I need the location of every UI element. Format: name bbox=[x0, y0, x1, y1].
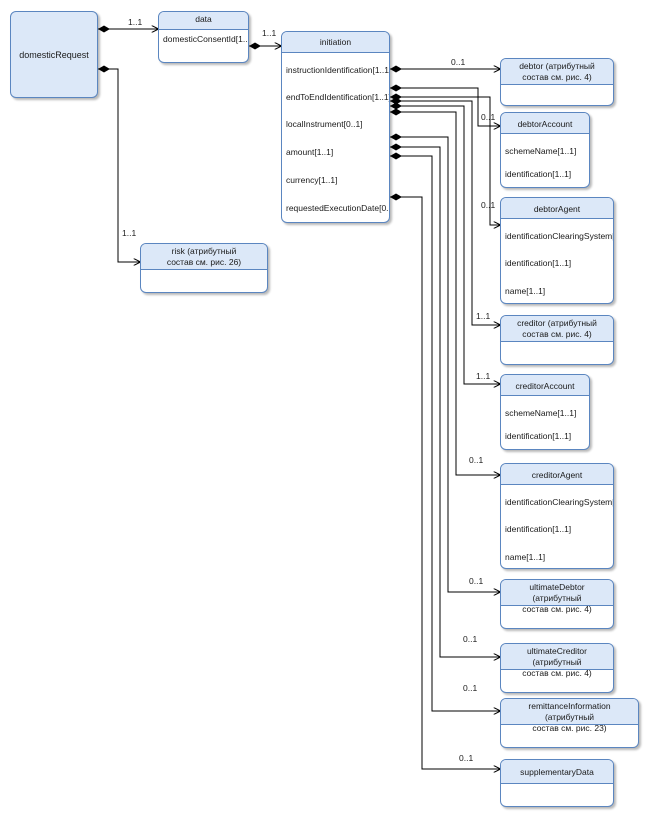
link-creditor-agent bbox=[390, 111, 500, 475]
attr-end-to-end-identification: endToEndIdentification[1..1] bbox=[286, 92, 390, 102]
mult-supplementary-data: 0..1 bbox=[459, 753, 474, 763]
ultimate-debtor-title-line2: состав см. рис. 4) bbox=[522, 604, 592, 614]
creditor-agent-attr-name: name[1..1] bbox=[505, 552, 546, 562]
link-debtor-account bbox=[390, 87, 500, 126]
debtor-account-attr-identification: identification[1..1] bbox=[505, 169, 572, 179]
ultimate-debtor-title-line1: ultimateDebtor (атрибутный bbox=[529, 582, 585, 603]
creditor-account-title: creditorAccount bbox=[501, 375, 589, 396]
creditor-agent-attr-identification: identification[1..1] bbox=[505, 524, 572, 534]
risk-box-title: risk (атрибутный состав см. рис. 26) bbox=[141, 244, 267, 270]
mult-root-risk: 1..1 bbox=[122, 228, 137, 238]
creditor-agent-attr-clearing-system: identificationClearingSystem[0..1] bbox=[505, 497, 614, 507]
attr-requested-execution-date: requestedExecutionDate[0..1] bbox=[286, 203, 390, 213]
debtor-box-title: debtor (атрибутный состав см. рис. 4) bbox=[501, 59, 613, 85]
link-ultimate-debtor bbox=[390, 136, 500, 592]
mult-debtor-agent: 0..1 bbox=[481, 200, 496, 210]
debtor-account-attr-scheme-name: schemeName[1..1] bbox=[505, 146, 577, 156]
link-supplementary-data bbox=[390, 196, 500, 769]
attr-currency: currency[1..1] bbox=[286, 175, 338, 185]
creditor-agent-title: creditorAgent bbox=[501, 464, 613, 485]
link-data-initiation-diamond bbox=[249, 42, 261, 50]
mult-debtor: 0..1 bbox=[451, 57, 466, 67]
creditor-title-line1: creditor (атрибутный bbox=[517, 318, 597, 328]
debtor-agent-attr-name: name[1..1] bbox=[505, 286, 546, 296]
ultimate-debtor-title: ultimateDebtor (атрибутный состав см. ри… bbox=[501, 580, 613, 614]
link-creditor bbox=[390, 100, 500, 325]
remittance-information-title-line2: состав см. рис. 23) bbox=[532, 723, 607, 733]
remittance-information-box[interactable]: remittanceInformation (атрибутный состав… bbox=[500, 698, 639, 748]
mult-remittance-information: 0..1 bbox=[463, 683, 478, 693]
link-remittance-information-diamond bbox=[390, 152, 402, 160]
debtor-agent-attr-identification: identification[1..1] bbox=[505, 258, 572, 268]
creditor-account-attr-identification: identification[1..1] bbox=[505, 431, 572, 441]
mult-ultimate-debtor: 0..1 bbox=[469, 576, 484, 586]
link-debtor-agent bbox=[390, 96, 500, 225]
debtor-title-line1: debtor (атрибутный bbox=[519, 61, 595, 71]
creditor-box[interactable]: creditor (атрибутный состав см. рис. 4) bbox=[500, 315, 614, 365]
attr-instruction-identification: instructionIdentification[1..1] bbox=[286, 65, 390, 75]
link-ultimate-debtor-diamond bbox=[390, 133, 402, 141]
mult-debtor-account: 0..1 bbox=[481, 112, 496, 122]
link-ultimate-creditor-diamond bbox=[390, 143, 402, 151]
risk-box[interactable]: risk (атрибутный состав см. рис. 26) bbox=[140, 243, 268, 293]
debtor-title-line2: состав см. рис. 4) bbox=[522, 72, 592, 82]
mult-creditor-agent: 0..1 bbox=[469, 455, 484, 465]
ultimate-creditor-title: ultimateCreditor (атрибутный состав см. … bbox=[501, 644, 613, 678]
link-debtor-agent-diamond bbox=[390, 93, 402, 101]
data-box-title: data bbox=[159, 12, 248, 30]
data-box[interactable]: data domesticConsentId[1..1] bbox=[158, 11, 249, 63]
supplementary-data-title: supplementaryData bbox=[501, 760, 613, 784]
creditor-title-line2: состав см. рис. 4) bbox=[522, 329, 592, 339]
ultimate-debtor-box[interactable]: ultimateDebtor (атрибутный состав см. ри… bbox=[500, 579, 614, 629]
link-creditor-account-diamond bbox=[390, 102, 402, 110]
risk-title-line1: risk (атрибутный bbox=[171, 246, 237, 256]
debtor-account-box[interactable]: debtorAccount schemeName[1..1] identific… bbox=[500, 112, 590, 188]
mult-creditor: 1..1 bbox=[476, 311, 491, 321]
attr-amount: amount[1..1] bbox=[286, 147, 334, 157]
initiation-box[interactable]: initiation instructionIdentification[1..… bbox=[281, 31, 390, 223]
supplementary-data-box[interactable]: supplementaryData bbox=[500, 759, 614, 807]
domestic-request-box[interactable]: domesticRequest bbox=[10, 11, 98, 98]
creditor-account-box[interactable]: creditorAccount schemeName[1..1] identif… bbox=[500, 374, 590, 450]
mult-ultimate-creditor: 0..1 bbox=[463, 634, 478, 644]
ultimate-creditor-box[interactable]: ultimateCreditor (атрибутный состав см. … bbox=[500, 643, 614, 693]
ultimate-creditor-title-line1: ultimateCreditor (атрибутный bbox=[527, 646, 587, 667]
link-creditor-account bbox=[390, 105, 500, 384]
creditor-box-title: creditor (атрибутный состав см. рис. 4) bbox=[501, 316, 613, 342]
debtor-agent-title: debtorAgent bbox=[501, 198, 613, 219]
attr-local-instrument: localInstrument[0..1] bbox=[286, 119, 363, 129]
risk-title-line2: состав см. рис. 26) bbox=[166, 257, 242, 267]
initiation-box-title: initiation bbox=[282, 32, 389, 53]
mult-data-initiation: 1..1 bbox=[262, 28, 277, 38]
attr-domestic-consent-id: domesticConsentId[1..1] bbox=[163, 34, 249, 44]
debtor-agent-box[interactable]: debtorAgent identificationClearingSystem… bbox=[500, 197, 614, 304]
debtor-account-title: debtorAccount bbox=[501, 113, 589, 134]
creditor-agent-box[interactable]: creditorAgent identificationClearingSyst… bbox=[500, 463, 614, 569]
link-root-data-diamond bbox=[98, 25, 110, 33]
link-creditor-agent-diamond bbox=[390, 108, 402, 116]
ultimate-creditor-title-line2: состав см. рис. 4) bbox=[522, 668, 592, 678]
debtor-agent-attr-clearing-system: identificationClearingSystem[0..1] bbox=[505, 231, 614, 241]
link-debtor-account-diamond bbox=[390, 84, 402, 92]
link-creditor-diamond bbox=[390, 97, 402, 105]
remittance-information-title-line1: remittanceInformation (атрибутный bbox=[528, 701, 611, 722]
debtor-box[interactable]: debtor (атрибутный состав см. рис. 4) bbox=[500, 58, 614, 106]
mult-root-data: 1..1 bbox=[128, 17, 143, 27]
link-ultimate-creditor bbox=[390, 146, 500, 657]
link-root-risk-diamond bbox=[98, 65, 110, 73]
creditor-account-attr-scheme-name: schemeName[1..1] bbox=[505, 408, 577, 418]
link-supplementary-data-diamond bbox=[390, 193, 402, 201]
mult-creditor-account: 1..1 bbox=[476, 371, 491, 381]
remittance-information-title: remittanceInformation (атрибутный состав… bbox=[501, 699, 638, 733]
link-debtor-diamond bbox=[390, 65, 402, 73]
link-remittance-information bbox=[390, 155, 500, 711]
domestic-request-title: domesticRequest bbox=[19, 50, 89, 60]
